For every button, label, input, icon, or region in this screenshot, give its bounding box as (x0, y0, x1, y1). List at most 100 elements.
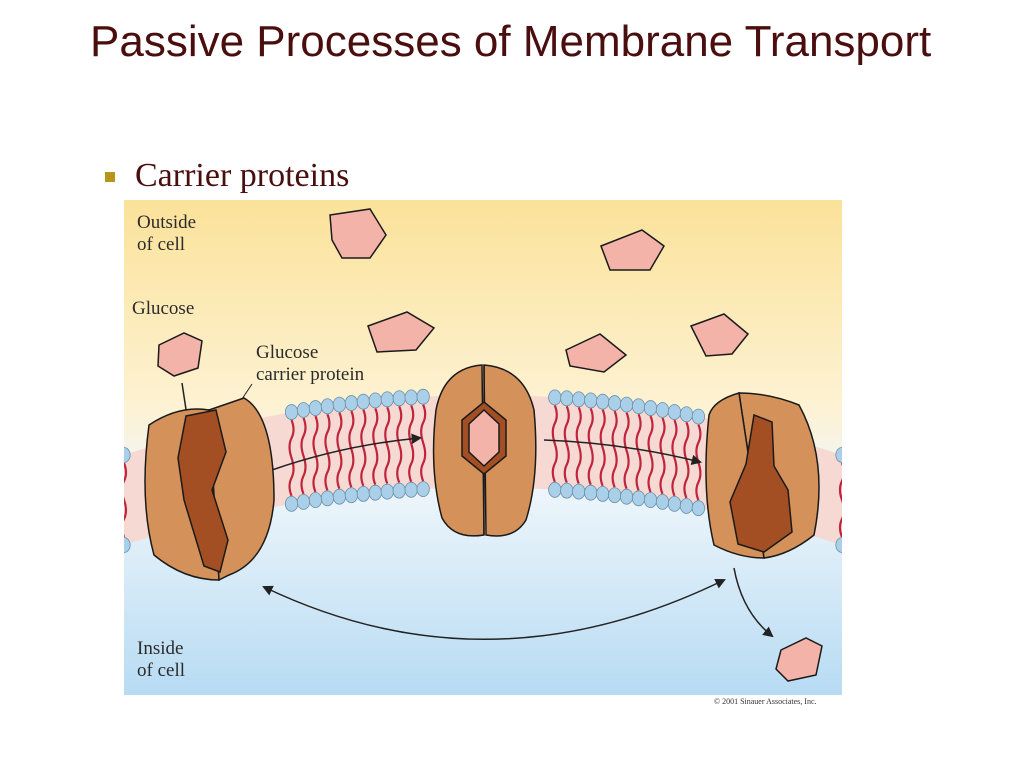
lipid-head (667, 404, 682, 420)
lipid-head (572, 483, 586, 500)
bullet-item: Carrier proteins (105, 157, 349, 195)
lipid-head (619, 396, 634, 413)
lipid-head (392, 390, 406, 407)
lipid-tail (599, 409, 606, 487)
lipid-head (124, 537, 131, 553)
lipid-tail (647, 415, 654, 493)
arrow-release-glucose (733, 567, 774, 638)
lipid-head (308, 492, 323, 508)
arrow-middle-to-right (543, 439, 703, 466)
lipid-head (548, 481, 562, 498)
lipid-tail (372, 407, 379, 486)
lipid-head (416, 481, 430, 497)
lipid-head (655, 493, 670, 510)
lipid-head (404, 481, 418, 498)
lipid-tail (336, 412, 343, 490)
arrow-left-to-middle (271, 433, 423, 471)
lipid-head (631, 398, 646, 415)
glucose-molecule (329, 208, 387, 259)
lipid-head (124, 447, 131, 463)
lipid-tail (300, 417, 307, 495)
label-glucose-carrier-protein: Glucose carrier protein (256, 342, 365, 385)
lipid-tail (396, 405, 403, 484)
lipid-head (332, 488, 346, 505)
lipid-tail (288, 419, 295, 497)
lipid-tail (635, 413, 642, 491)
lipid-head (643, 492, 658, 508)
bullet-text: Carrier proteins (135, 157, 350, 194)
lipid-head (596, 393, 610, 410)
lipid-tail (563, 405, 570, 484)
copyright-notice: © 2001 Sinauer Associates, Inc. (714, 697, 817, 706)
lipid-head (608, 395, 622, 411)
lipid-tail (611, 410, 618, 488)
glucose-molecule (689, 313, 750, 357)
lipid-head (296, 493, 311, 510)
lipid-head (631, 490, 646, 507)
lipid-tail (623, 412, 630, 490)
lipid-heads (124, 388, 842, 553)
lipid-head (560, 390, 574, 407)
lipid-head (284, 495, 299, 512)
label-inside-of-cell: Inside of cell (137, 638, 186, 681)
lipid-head (344, 487, 358, 504)
lipid-head (284, 404, 299, 420)
lipid-head (619, 488, 634, 505)
lipid-head (380, 391, 394, 408)
lipid-head (548, 389, 562, 406)
lipid-tail (683, 421, 690, 499)
glucose-molecule (565, 333, 628, 373)
lipid-tail (348, 410, 355, 488)
lipid-head (608, 487, 622, 504)
bullet-square-icon (105, 172, 115, 182)
lipid-head (404, 389, 418, 406)
lipid-tail (575, 406, 582, 484)
lipid-tails (124, 404, 842, 538)
lipid-head (584, 392, 598, 409)
arrow-carrier-recycle (262, 578, 726, 641)
carrier-protein-open-outside (144, 397, 275, 582)
lipid-head (584, 484, 598, 501)
lipid-head (679, 498, 694, 514)
glucose-molecule-bound (468, 408, 500, 468)
lipid-head (332, 396, 346, 413)
lipid-tail (408, 404, 415, 483)
lipid-head (655, 402, 670, 418)
carrier-protein-open-inside (705, 392, 820, 559)
lipid-head (667, 495, 682, 512)
lipid-tail (360, 409, 367, 487)
lipid-head (416, 388, 430, 405)
lipid-tail (124, 462, 128, 538)
lipid-head (392, 482, 406, 499)
lipid-head (368, 484, 382, 501)
lipid-head (296, 402, 311, 418)
diagram-artwork (124, 200, 842, 695)
glucose-molecule (157, 332, 203, 377)
lipid-head (356, 393, 370, 410)
lipid-head (560, 482, 574, 499)
lipid-head (356, 485, 370, 502)
lipid-head (320, 398, 335, 415)
lipid-head (643, 400, 658, 416)
lipid-head (380, 483, 394, 500)
glucose-molecules (157, 208, 823, 682)
lipid-tail (384, 406, 391, 484)
lipid-tail (312, 415, 319, 493)
glucose-molecule (775, 637, 823, 682)
lipid-head (320, 490, 335, 507)
carrier-protein-diagram: Outside of cell Glucose Glucose carrier … (124, 200, 842, 710)
slide-title: Passive Processes of Membrane Transport (90, 17, 932, 66)
lipid-tail (671, 419, 678, 497)
lipid-head (572, 391, 586, 408)
lipid-head (679, 406, 694, 423)
carrier-protein-closed (432, 364, 537, 537)
lipid-head (691, 408, 706, 425)
lipid-head (344, 395, 358, 411)
lipid-tail (838, 462, 842, 538)
label-outside-of-cell: Outside of cell (137, 212, 197, 255)
glucose-molecule (600, 229, 665, 271)
lipid-tail (324, 413, 331, 491)
lipid-tail (659, 417, 666, 495)
label-glucose: Glucose (132, 298, 195, 319)
lipid-head (308, 400, 323, 416)
